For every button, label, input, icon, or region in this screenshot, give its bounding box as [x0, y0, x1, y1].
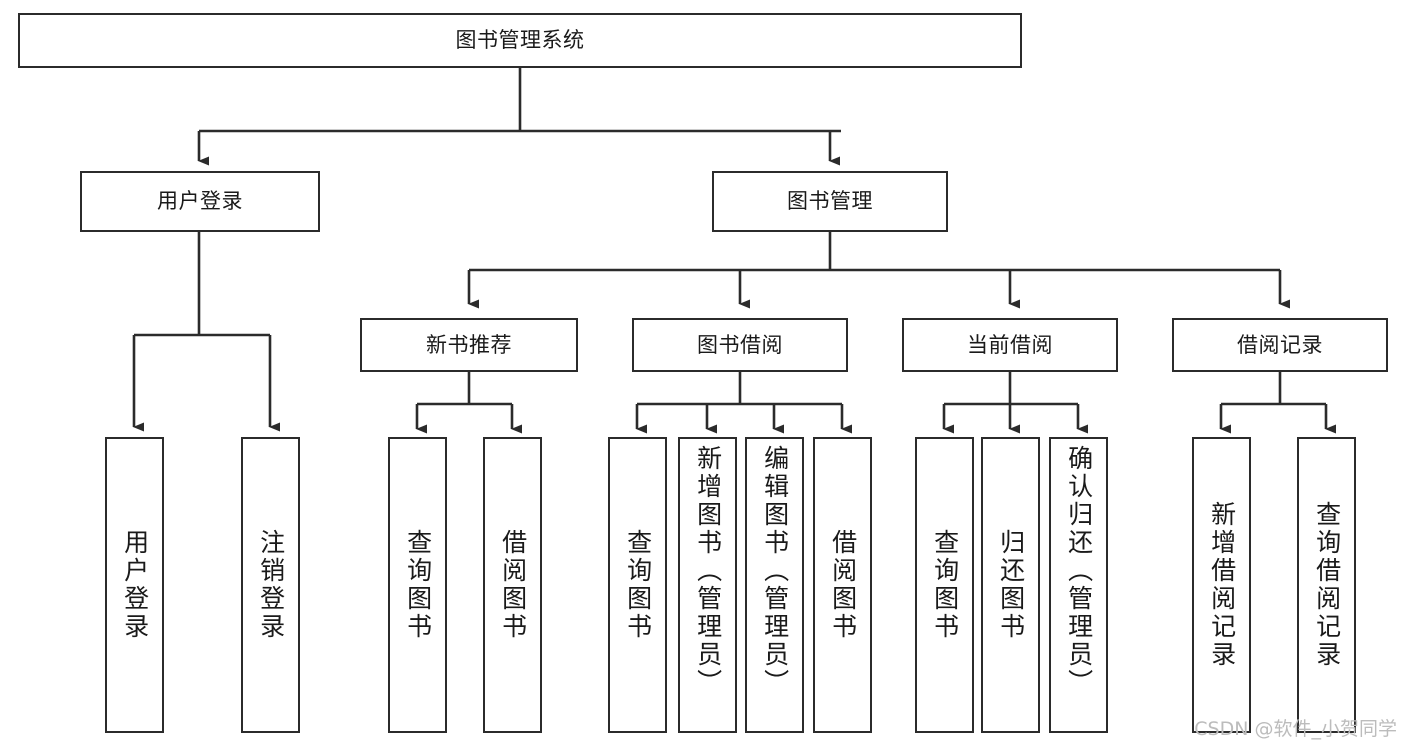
csdn-watermark: CSDN @软件_小贺同学 — [1194, 718, 1397, 740]
node-leaf-return-book-label: 归还图书 — [996, 529, 1026, 641]
node-current-borrow-label: 当前借阅 — [967, 332, 1053, 357]
node-leaf-query-book-cur[interactable]: 查询图书 — [915, 437, 974, 733]
node-new-book-recommend-label: 新书推荐 — [426, 332, 512, 357]
node-book-borrow[interactable]: 图书借阅 — [632, 318, 848, 372]
node-user-login-label: 用户登录 — [157, 189, 243, 214]
node-user-login[interactable]: 用户登录 — [80, 171, 320, 232]
node-leaf-add-book[interactable]: 新增图书（管理员） — [678, 437, 737, 733]
node-leaf-query-record[interactable]: 查询借阅记录 — [1297, 437, 1356, 733]
node-leaf-confirm-return-label: 确认归还（管理员） — [1064, 445, 1094, 697]
node-current-borrow[interactable]: 当前借阅 — [902, 318, 1118, 372]
node-leaf-add-record[interactable]: 新增借阅记录 — [1192, 437, 1251, 733]
node-leaf-add-book-label: 新增图书（管理员） — [693, 445, 723, 697]
node-leaf-edit-book-label: 编辑图书（管理员） — [760, 445, 790, 697]
node-leaf-borrow-book[interactable]: 借阅图书 — [813, 437, 872, 733]
node-leaf-edit-book[interactable]: 编辑图书（管理员） — [745, 437, 804, 733]
node-book-borrow-label: 图书借阅 — [697, 332, 783, 357]
node-borrow-record-label: 借阅记录 — [1237, 332, 1323, 357]
node-leaf-query-book-borrow[interactable]: 查询图书 — [608, 437, 667, 733]
node-root[interactable]: 图书管理系统 — [18, 13, 1022, 68]
node-leaf-borrow-book-rec-label: 借阅图书 — [498, 529, 528, 641]
node-leaf-user-login[interactable]: 用户登录 — [105, 437, 164, 733]
node-leaf-query-book-borrow-label: 查询图书 — [623, 529, 653, 641]
node-leaf-confirm-return[interactable]: 确认归还（管理员） — [1049, 437, 1108, 733]
node-leaf-query-book-cur-label: 查询图书 — [930, 529, 960, 641]
node-new-book-recommend[interactable]: 新书推荐 — [360, 318, 578, 372]
node-root-label: 图书管理系统 — [455, 28, 585, 53]
node-leaf-query-book-rec[interactable]: 查询图书 — [388, 437, 447, 733]
node-leaf-add-record-label: 新增借阅记录 — [1207, 501, 1237, 669]
node-leaf-logout-login-label: 注销登录 — [256, 529, 286, 641]
node-leaf-query-record-label: 查询借阅记录 — [1312, 501, 1342, 669]
node-leaf-query-book-rec-label: 查询图书 — [403, 529, 433, 641]
node-leaf-logout-login[interactable]: 注销登录 — [241, 437, 300, 733]
node-leaf-borrow-book-rec[interactable]: 借阅图书 — [483, 437, 542, 733]
node-leaf-borrow-book-label: 借阅图书 — [828, 529, 858, 641]
node-book-manage-label: 图书管理 — [787, 189, 873, 214]
node-leaf-return-book[interactable]: 归还图书 — [981, 437, 1040, 733]
node-book-manage[interactable]: 图书管理 — [712, 171, 948, 232]
node-borrow-record[interactable]: 借阅记录 — [1172, 318, 1388, 372]
node-leaf-user-login-label: 用户登录 — [120, 529, 150, 641]
